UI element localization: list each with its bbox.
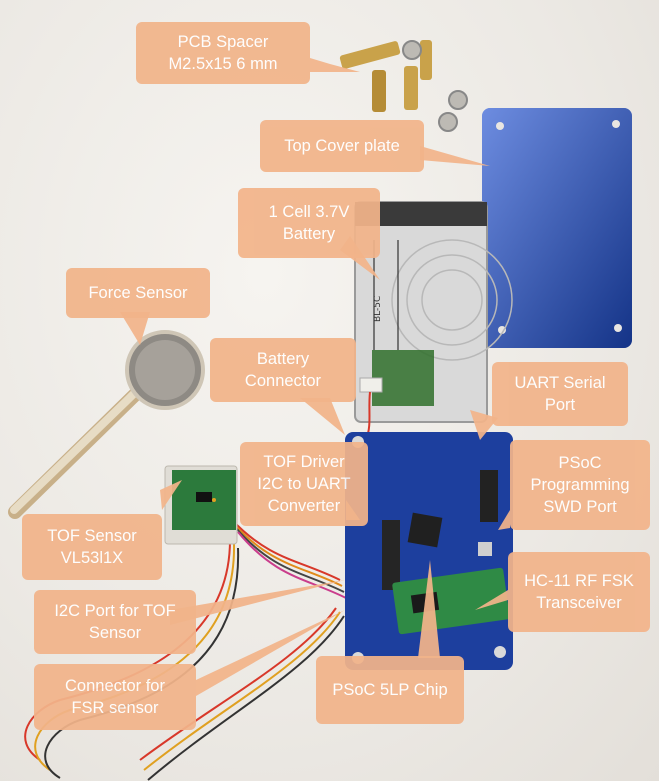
callout-psoc-programming: PSoC Programming SWD Port	[510, 440, 650, 530]
callout-tof-driver: TOF Driver I2C to UART Converter	[240, 442, 368, 526]
callout-tof-driver-line2: I2C to UART	[257, 475, 351, 493]
callout-force-sensor-line1: Force Sensor	[88, 284, 188, 302]
callout-battery-line1: 1 Cell 3.7V	[268, 203, 350, 221]
callout-tof-sensor-line1: TOF Sensor	[47, 527, 137, 545]
leader-lines	[120, 58, 510, 696]
callout-psoc-programming-line3: SWD Port	[543, 498, 617, 516]
callout-battery-connector-line1: Battery	[256, 350, 310, 368]
callout-i2c-port-line1: I2C Port for TOF	[54, 602, 176, 620]
callout-i2c-port: I2C Port for TOF Sensor	[34, 590, 196, 654]
callout-top-cover-plate-line1: Top Cover plate	[284, 137, 400, 155]
callout-hc11: HC-11 RF FSK Transceiver	[508, 552, 650, 632]
callout-pcb-spacer-line2: M2.5x15 6 mm	[168, 55, 278, 73]
callout-pcb-spacer: PCB Spacer M2.5x15 6 mm	[136, 22, 310, 84]
callout-battery-line2: Battery	[282, 225, 336, 243]
callout-tof-sensor: TOF Sensor VL53l1X	[22, 514, 162, 580]
callout-fsr-connector-line1: Connector for	[65, 677, 165, 695]
callout-fsr-connector-line2: FSR sensor	[71, 699, 159, 717]
callout-uart-serial-port-line1: UART Serial	[514, 374, 606, 392]
callout-tof-driver-line1: TOF Driver	[263, 453, 345, 471]
callout-i2c-port-line2: Sensor	[88, 624, 142, 642]
callout-battery-connector: Battery Connector	[210, 338, 356, 402]
callout-force-sensor: Force Sensor	[66, 268, 210, 318]
callout-hc11-line2: Transceiver	[536, 594, 622, 612]
callout-uart-serial-port-line2: Port	[544, 396, 576, 414]
callout-tof-driver-line3: Converter	[267, 497, 341, 515]
top-cover-plate	[482, 108, 632, 348]
callout-pcb-spacer-line1: PCB Spacer	[177, 33, 269, 51]
force-sensor	[8, 330, 205, 519]
callout-tof-sensor-line2: VL53l1X	[60, 549, 124, 567]
callout-fsr-connector: Connector for FSR sensor	[34, 664, 196, 730]
battery-connector	[359, 377, 383, 441]
callout-battery-connector-line2: Connector	[244, 372, 322, 390]
callout-psoc-chip-line1: PSoC 5LP Chip	[332, 681, 448, 699]
callout-psoc-programming-line1: PSoC	[558, 454, 602, 472]
callout-battery: 1 Cell 3.7V Battery	[238, 188, 380, 258]
pcb-spacers	[339, 40, 468, 132]
callout-uart-serial-port: UART Serial Port	[492, 362, 628, 426]
battery-model-label: BL-5C	[373, 296, 383, 322]
callout-psoc-programming-line2: Programming	[530, 476, 630, 494]
callout-psoc-chip: PSoC 5LP Chip	[316, 656, 464, 724]
tof-sensor	[164, 465, 238, 545]
callout-hc11-line1: HC-11 RF FSK	[524, 572, 634, 590]
callout-top-cover-plate: Top Cover plate	[260, 120, 424, 172]
